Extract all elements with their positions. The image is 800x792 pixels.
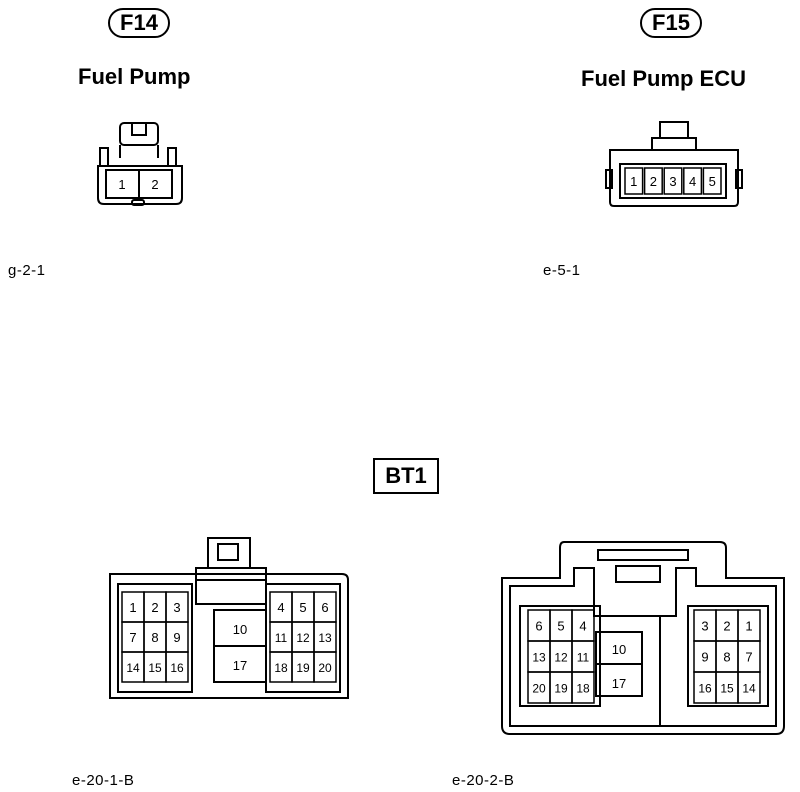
bt1-left-pin-20: 20 xyxy=(318,661,332,675)
bt1-left-pin-5: 5 xyxy=(299,600,306,615)
bt1-left-pin-11: 11 xyxy=(275,631,288,645)
f15-badge: F15 xyxy=(640,8,702,38)
bt1-right-pin-14: 14 xyxy=(742,682,756,696)
bt1-right-pin-5: 5 xyxy=(557,619,564,634)
bt1-right-pin-13: 13 xyxy=(532,651,546,665)
f14-code: g-2-1 xyxy=(8,262,46,279)
bt1-right-pin-16: 16 xyxy=(698,682,712,696)
f15-pin-5: 5 xyxy=(709,174,716,189)
bt1-left-pin-12: 12 xyxy=(296,631,310,645)
bt1-right-pin-2: 2 xyxy=(723,619,730,634)
bt1-right-pin-17: 17 xyxy=(612,676,626,691)
f15-pin-3: 3 xyxy=(669,174,676,189)
f15-code: e-5-1 xyxy=(543,262,581,279)
bt1-left-pin-9: 9 xyxy=(173,630,180,645)
bt1-right-pin-19: 19 xyxy=(554,682,568,696)
bt1-right-pin-3: 3 xyxy=(701,619,708,634)
bt1-left-pin-17: 17 xyxy=(233,658,247,673)
bt1-right-pin-1: 1 xyxy=(745,619,752,634)
bt1-left-pin-3: 3 xyxy=(173,600,180,615)
bt1-right-pin-6: 6 xyxy=(535,619,542,634)
f15-pin-2: 2 xyxy=(650,174,657,189)
bt1-left-pin-4: 4 xyxy=(277,600,284,615)
bt1-right-code: e-20-2-B xyxy=(452,772,515,789)
bt1-left-pin-16: 16 xyxy=(170,661,184,675)
bt1-left-pin-8: 8 xyxy=(151,630,158,645)
f14-pin-1: 1 xyxy=(118,177,125,192)
bt1-left-pin-7: 7 xyxy=(129,630,136,645)
bt1-right-pin-12: 12 xyxy=(554,651,568,665)
bt1-left-pin-1: 1 xyxy=(129,600,136,615)
f14-connector-diagram: 1 2 xyxy=(97,122,183,206)
bt1-right-pin-9: 9 xyxy=(701,650,708,665)
f15-title: Fuel Pump ECU xyxy=(581,66,747,91)
bt1-left-pin-15: 15 xyxy=(148,661,162,675)
bt1-right-pin-7: 7 xyxy=(745,650,752,665)
bt1-left-pin-6: 6 xyxy=(321,600,328,615)
bt1-left-pin-18: 18 xyxy=(274,661,288,675)
bt1-right-pin-4: 4 xyxy=(579,619,586,634)
bt1-left-pin-2: 2 xyxy=(151,600,158,615)
f14-title: Fuel Pump xyxy=(78,64,191,89)
bt1-badge: BT1 xyxy=(373,458,439,494)
f15-pin-4: 4 xyxy=(689,174,696,189)
bt1-right-pin-8: 8 xyxy=(723,650,730,665)
bt1-left-code: e-20-1-B xyxy=(72,772,135,789)
f14-badge: F14 xyxy=(108,8,170,38)
bt1-left-pin-10: 10 xyxy=(233,622,247,637)
bt1-left-pin-14: 14 xyxy=(126,661,140,675)
bt1-right-pin-18: 18 xyxy=(576,682,590,696)
bt1-right-pin-15: 15 xyxy=(720,682,734,696)
bt1-left-pin-19: 19 xyxy=(296,661,310,675)
f15-pin-1: 1 xyxy=(630,174,637,189)
f14-pin-2: 2 xyxy=(151,177,158,192)
bt1-left-pin-13: 13 xyxy=(318,631,332,645)
bt1-right-pin-11: 11 xyxy=(577,651,590,665)
bt1-right-pin-10: 10 xyxy=(612,642,626,657)
bt1-right-pin-20: 20 xyxy=(532,682,546,696)
